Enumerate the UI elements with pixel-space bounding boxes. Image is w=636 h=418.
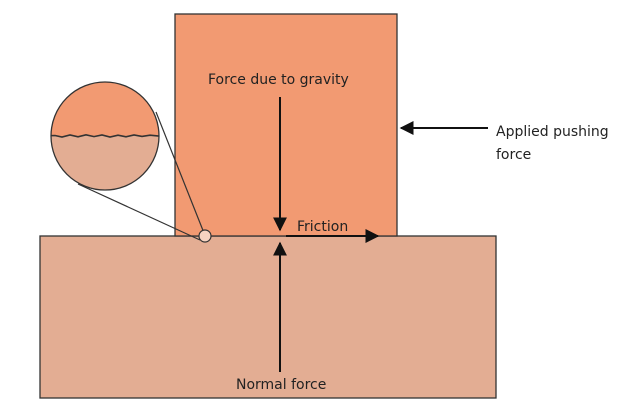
- surface: [39, 235, 497, 399]
- applied-force-label-line1: Applied pushing: [496, 124, 609, 140]
- gravity-label: Force due to gravity: [208, 72, 349, 88]
- zoom-connector-top: [155, 111, 205, 234]
- zoom-connector-bottom: [77, 183, 201, 241]
- contact-point: [198, 229, 212, 243]
- friction-label: Friction: [297, 219, 348, 235]
- block: [174, 13, 398, 237]
- applied-force-label-line2: force: [496, 147, 531, 163]
- rough-interface: [51, 133, 159, 138]
- zoom-inset: [50, 81, 160, 191]
- normal-force-label: Normal force: [236, 377, 326, 393]
